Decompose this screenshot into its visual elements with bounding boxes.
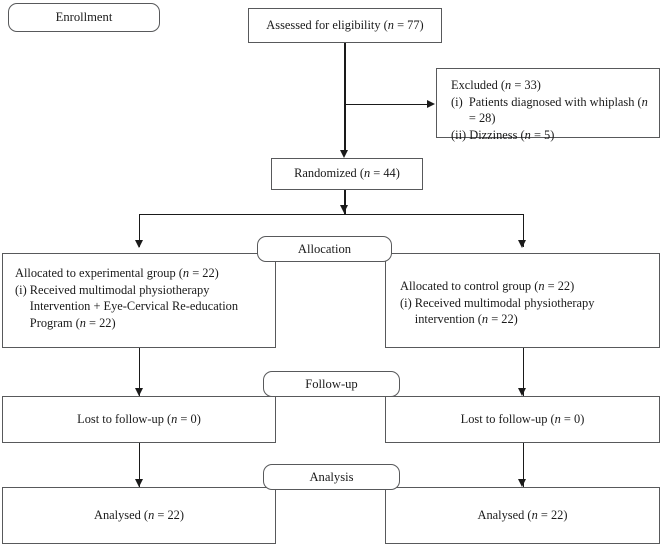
alloc-exp-item-1-line-2: Intervention + Eye-Cervical Re-education — [29, 299, 239, 314]
stage-label-enrollment-text: Enrollment — [55, 10, 113, 25]
node-analysed-right: Analysed (n = 22) — [385, 487, 660, 544]
node-randomized: Randomized (n = 44) — [271, 158, 423, 190]
node-lost-right-text: Lost to follow-up (n = 0) — [460, 411, 585, 426]
node-lost-right: Lost to follow-up (n = 0) — [385, 396, 660, 443]
connector-lost-right-to-analysed — [522, 443, 524, 487]
alloc-ctl-line-1: Allocated to control group (n = 22) — [400, 279, 575, 293]
italic-n: n — [505, 78, 512, 92]
node-alloc-control: Allocated to control group (n = 22) (i) … — [385, 253, 660, 348]
arrow-into-lost-left — [134, 388, 143, 396]
node-excluded: Excluded (n = 33) (i) Patients diagnosed… — [436, 68, 660, 142]
stage-label-allocation: Allocation — [257, 236, 392, 262]
node-assessed-for-eligibility: Assessed for eligibility (n = 77) — [248, 8, 442, 43]
node-alloc-experimental-text: Allocated to experimental group (n = 22)… — [15, 265, 267, 331]
arrow-into-alloc-experimental — [134, 240, 143, 248]
stage-label-analysis: Analysis — [263, 464, 400, 490]
excluded-line-total: Excluded (n = 33) — [451, 78, 541, 92]
stage-label-analysis-text: Analysis — [309, 469, 354, 484]
arrow-into-alloc-control — [518, 240, 527, 248]
list-marker-i: (i) — [400, 295, 415, 310]
list-marker-i: (i) — [451, 94, 469, 109]
alloc-ctl-item-1-line-2: intervention (n = 22) — [414, 312, 518, 327]
italic-n: n — [148, 507, 155, 522]
stage-label-enrollment: Enrollment — [8, 3, 160, 32]
connector-randomized-down — [344, 190, 346, 214]
italic-n: n — [363, 166, 371, 181]
split-bar-allocation — [139, 213, 524, 215]
connector-alloc-ctl-to-lost — [522, 348, 524, 396]
connector-to-excluded — [344, 103, 430, 105]
connector-assessed-down — [344, 43, 346, 153]
alloc-exp-item-1-text: Received multimodal physiotherapy Interv… — [30, 282, 267, 332]
alloc-exp-list-item-1: (i) Received multimodal physiotherapy In… — [15, 282, 267, 332]
alloc-exp-item-1-line-3: Program (n = 22) — [29, 315, 116, 330]
stage-label-followup: Follow-up — [263, 371, 400, 397]
connector-lost-left-to-analysed — [139, 443, 141, 487]
alloc-exp-item-1-line-1: Received multimodal physiotherapy — [29, 282, 210, 297]
excluded-item-1-text: Patients diagnosed with whiplash (n = 28… — [468, 94, 648, 126]
node-analysed-right-text: Analysed (n = 22) — [477, 507, 568, 522]
connector-allocation-left-drop — [139, 213, 141, 247]
stage-label-followup-text: Follow-up — [305, 376, 358, 391]
italic-n: n — [387, 17, 394, 32]
italic-n: n — [524, 127, 531, 142]
connector-allocation-right-drop — [522, 213, 524, 247]
list-marker-ii: (ii) — [451, 127, 470, 142]
alloc-exp-line-1: Allocated to experimental group (n = 22) — [15, 266, 219, 280]
node-analysed-left: Analysed (n = 22) — [2, 487, 276, 544]
excluded-list-item-2: (ii) Dizziness (n = 5) — [451, 127, 651, 144]
node-alloc-control-text: Allocated to control group (n = 22) (i) … — [400, 278, 651, 328]
node-excluded-text: Excluded (n = 33) (i) Patients diagnosed… — [451, 77, 651, 143]
excluded-item-2-text: Dizziness (n = 5) — [469, 127, 555, 142]
alloc-ctl-list-item-1: (i) Received multimodal physiotherapy in… — [400, 295, 651, 328]
italic-n: n — [481, 312, 489, 327]
arrow-into-randomized — [340, 150, 348, 158]
connector-alloc-exp-to-lost — [139, 348, 141, 396]
excluded-list-item-1: (i) Patients diagnosed with whiplash (n … — [451, 94, 651, 127]
italic-n: n — [538, 279, 545, 293]
italic-n: n — [182, 266, 190, 280]
arrow-into-excluded — [427, 99, 435, 108]
italic-n: n — [641, 94, 648, 109]
list-marker-i: (i) — [15, 282, 30, 297]
alloc-ctl-item-1-text: Received multimodal physiotherapy interv… — [415, 295, 651, 328]
italic-n: n — [554, 411, 561, 426]
node-lost-left-text: Lost to follow-up (n = 0) — [77, 411, 201, 426]
stage-label-allocation-text: Allocation — [297, 241, 352, 256]
alloc-ctl-item-1-line-1: Received multimodal physiotherapy — [414, 295, 595, 310]
node-lost-left: Lost to follow-up (n = 0) — [2, 396, 276, 443]
arrow-into-analysed-right — [518, 479, 527, 487]
node-analysed-left-text: Analysed (n = 22) — [94, 507, 184, 522]
node-alloc-experimental: Allocated to experimental group (n = 22)… — [2, 253, 276, 348]
arrow-into-lost-right — [518, 388, 527, 396]
node-randomized-text: Randomized (n = 44) — [294, 166, 400, 181]
italic-n: n — [79, 315, 86, 330]
arrow-into-analysed-left — [134, 479, 143, 487]
italic-n: n — [171, 411, 178, 426]
arrow-randomized-split — [340, 205, 348, 213]
node-assessed-text: Assessed for eligibility (n = 77) — [266, 17, 424, 32]
italic-n: n — [531, 507, 538, 522]
